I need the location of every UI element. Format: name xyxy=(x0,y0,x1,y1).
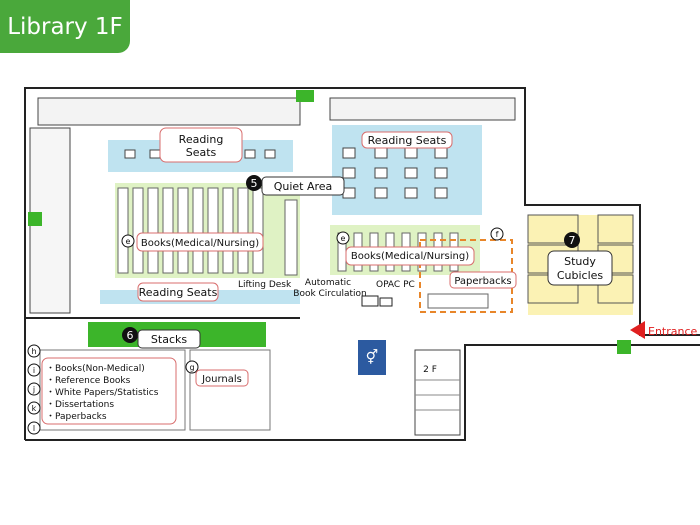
page-title: Library 1F xyxy=(0,0,130,53)
svg-text:Journals: Journals xyxy=(201,374,242,385)
exit-sign-entrance-icon xyxy=(617,340,631,354)
svg-text:・White Papers/Statistics: ・White Papers/Statistics xyxy=(46,388,159,398)
svg-text:・Dissertations: ・Dissertations xyxy=(46,400,114,410)
svg-text:l: l xyxy=(33,424,35,433)
label-quiet-area: 5 Quiet Area xyxy=(246,175,345,196)
svg-text:6: 6 xyxy=(127,329,134,342)
label-f-marker: f xyxy=(490,227,504,241)
svg-text:Reading Seats: Reading Seats xyxy=(139,286,218,299)
svg-text:・Reference Books: ・Reference Books xyxy=(46,376,131,386)
svg-text:g: g xyxy=(189,363,194,372)
circulation-machine-icon xyxy=(361,295,379,307)
restroom-icon xyxy=(358,340,386,375)
reading-chairs-right xyxy=(342,147,448,199)
svg-text:e: e xyxy=(126,237,131,246)
svg-text:Quiet Area: Quiet Area xyxy=(274,180,333,193)
label-books-left: e Books(Medical/Nursing) xyxy=(121,232,264,252)
svg-text:e: e xyxy=(341,234,346,243)
stairs-2f: 2 F xyxy=(414,349,461,436)
svg-text:k: k xyxy=(32,404,37,413)
svg-text:f: f xyxy=(496,230,499,239)
label-lifting-desk: Lifting Desk xyxy=(238,280,292,290)
svg-text:・Paperbacks: ・Paperbacks xyxy=(46,412,107,422)
exit-sign-left-icon xyxy=(28,212,42,226)
svg-text:・Books(Non-Medical): ・Books(Non-Medical) xyxy=(46,364,145,374)
svg-text:5: 5 xyxy=(251,177,258,190)
stack-list: ・Books(Non-Medical) ・Reference Books ・Wh… xyxy=(41,357,177,425)
left-shelves xyxy=(117,187,298,276)
svg-text:Study: Study xyxy=(564,255,596,268)
label-reading-upper-left: Reading Seats xyxy=(159,127,243,163)
svg-text:j: j xyxy=(32,385,35,394)
svg-text:Reading: Reading xyxy=(179,133,224,146)
paperbacks-area xyxy=(419,239,513,313)
label-journals: g Journals xyxy=(185,360,249,387)
label-paperbacks: Paperbacks xyxy=(449,271,517,289)
svg-text:Books(Medical/Nursing): Books(Medical/Nursing) xyxy=(141,238,259,249)
label-auto-circ-1: Automatic xyxy=(305,278,351,288)
svg-text:Books(Medical/Nursing): Books(Medical/Nursing) xyxy=(351,251,469,262)
top-shelf-band xyxy=(37,97,301,126)
label-study-cubicles: 7 Study Cubicles xyxy=(547,232,613,286)
stack-markers: h i j k l xyxy=(27,344,41,435)
entrance-arrow-icon xyxy=(630,321,645,339)
label-books-right: e Books(Medical/Nursing) xyxy=(336,231,475,266)
opac-pc-icon xyxy=(379,297,393,307)
label-reading-lower: Reading Seats xyxy=(137,282,219,302)
svg-text:2 F: 2 F xyxy=(423,365,437,375)
svg-text:⚥: ⚥ xyxy=(366,349,379,366)
entrance-label: Entrance xyxy=(648,325,698,338)
label-opac: OPAC PC xyxy=(376,280,415,290)
svg-text:Seats: Seats xyxy=(186,146,217,159)
label-auto-circ-2: Book Circulation xyxy=(293,289,366,299)
svg-text:h: h xyxy=(31,347,36,356)
svg-text:i: i xyxy=(33,366,35,375)
exit-sign-top-icon xyxy=(296,90,314,102)
reading-chairs-left xyxy=(124,149,276,159)
svg-text:Stacks: Stacks xyxy=(151,333,187,346)
paperback-shelf xyxy=(427,293,489,309)
svg-text:Cubicles: Cubicles xyxy=(557,269,604,282)
svg-text:Paperbacks: Paperbacks xyxy=(454,276,511,287)
top-shelf-band-right xyxy=(329,97,516,121)
label-stacks: 6 Stacks xyxy=(122,327,201,349)
svg-text:7: 7 xyxy=(569,234,576,247)
label-reading-upper-right: Reading Seats xyxy=(361,131,453,149)
svg-text:Reading Seats: Reading Seats xyxy=(368,134,447,147)
